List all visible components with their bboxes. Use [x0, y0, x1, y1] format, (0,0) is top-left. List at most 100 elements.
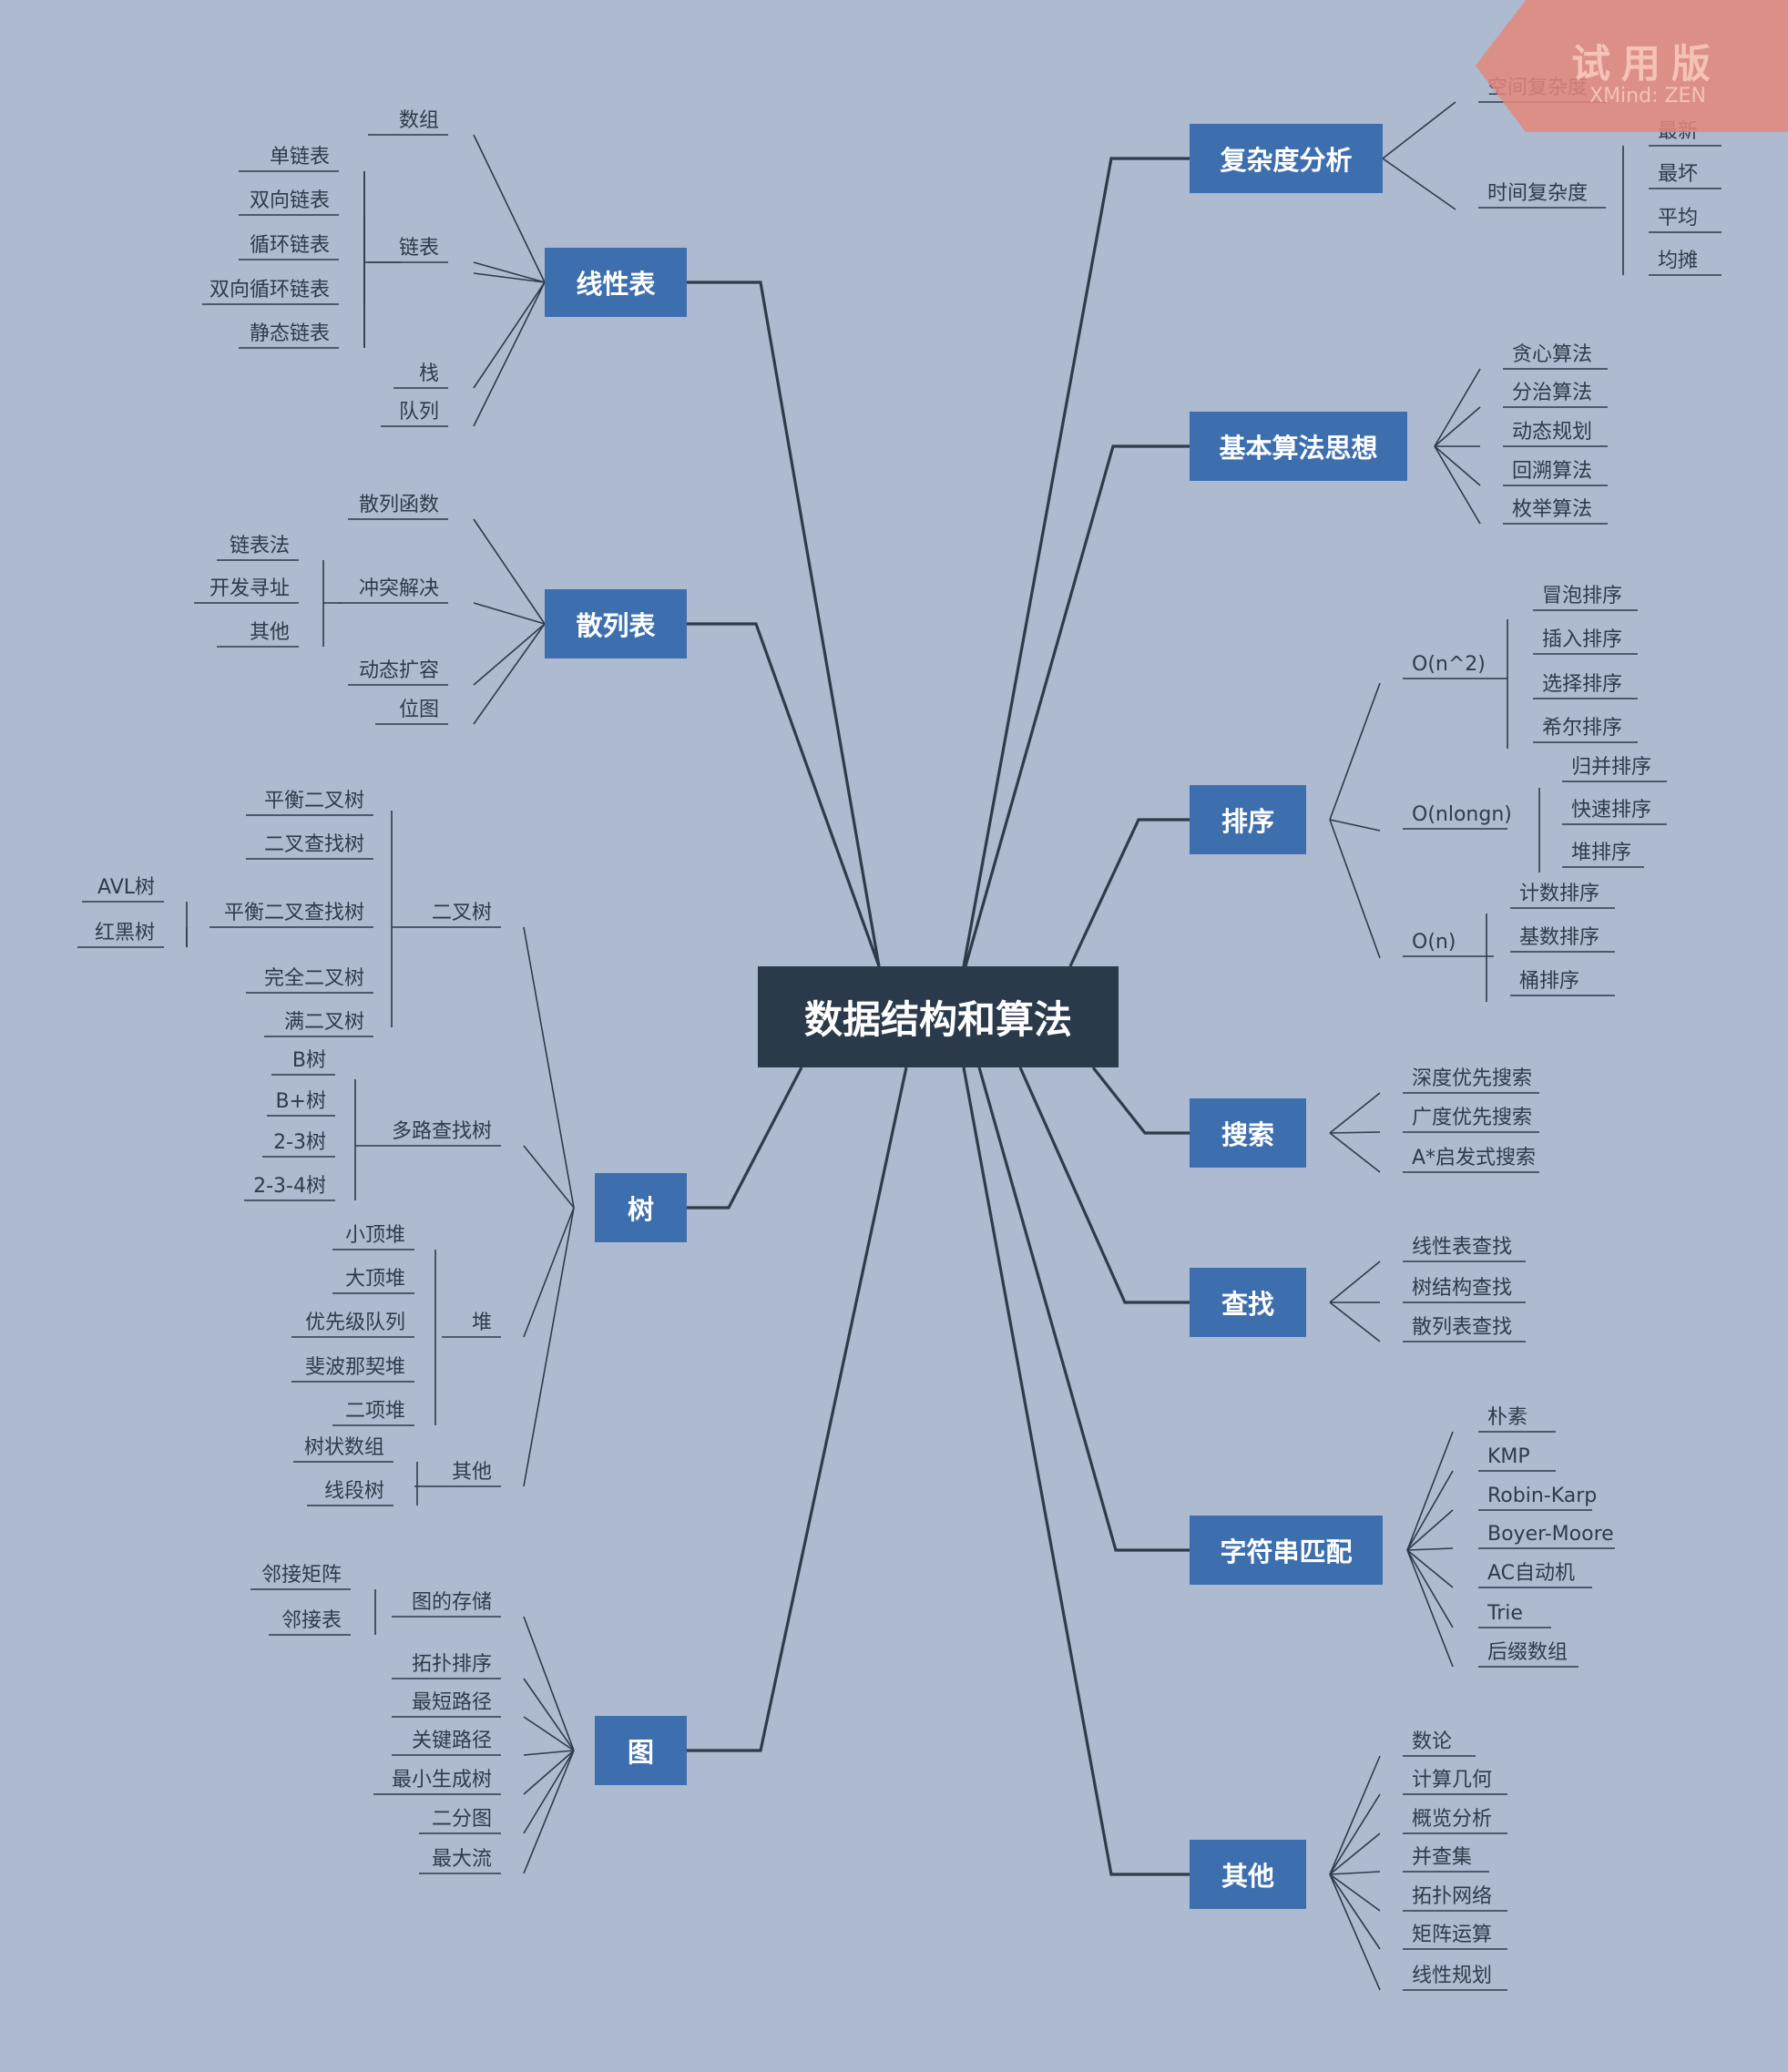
leaf-idea-3[interactable]: 回溯算法 [1512, 460, 1593, 483]
branch-graph-6[interactable]: 最大流 [431, 1848, 492, 1871]
leaf-list-4[interactable]: 静态链表 [249, 322, 330, 345]
leaf-misc-3[interactable]: 并查集 [1412, 1846, 1473, 1869]
leaf-search-2[interactable]: A*启发式搜索 [1412, 1147, 1537, 1169]
leaf-sort-nlogn-0[interactable]: 归并排序 [1571, 756, 1652, 779]
leaf-avl-tree[interactable]: AVL树 [97, 876, 155, 899]
leaf-sort-nlogn-2[interactable]: 堆排序 [1571, 842, 1632, 864]
branch-collision-resolution[interactable]: 冲突解决 [358, 577, 439, 600]
leaf-adjacency-list[interactable]: 邻接表 [281, 1609, 342, 1632]
leaf-idea-4[interactable]: 枚举算法 [1512, 498, 1593, 521]
leaf-sort-linear-1[interactable]: 基数排序 [1519, 926, 1600, 949]
branch-multiway-tree[interactable]: 多路查找树 [391, 1120, 492, 1143]
leaf-collision-0[interactable]: 链表法 [229, 535, 290, 557]
leaf-multiway-0[interactable]: B树 [291, 1049, 326, 1072]
leaf-multiway-1[interactable]: B+树 [275, 1090, 326, 1113]
leaf-misc-2[interactable]: 概览分析 [1412, 1808, 1493, 1831]
branch-sort-nlogn[interactable]: O(nlongn) [1412, 803, 1512, 826]
branch-tree-other[interactable]: 其他 [451, 1461, 492, 1484]
topic-search[interactable]: 搜索 [1190, 1098, 1306, 1168]
leaf-string-2[interactable]: Robin-Karp [1487, 1485, 1598, 1507]
branch-heap[interactable]: 堆 [471, 1312, 492, 1334]
branch-array[interactable]: 数组 [398, 109, 439, 132]
leaf-string-0[interactable]: 朴素 [1487, 1406, 1528, 1429]
topic-sorting[interactable]: 排序 [1190, 785, 1306, 854]
topic-basic-algorithm-ideas[interactable]: 基本算法思想 [1190, 412, 1407, 481]
leaf-adjacency-matrix[interactable]: 邻接矩阵 [261, 1564, 342, 1587]
leaf-lookup-2[interactable]: 散列表查找 [1412, 1316, 1513, 1339]
root-topic[interactable]: 数据结构和算法 [758, 966, 1119, 1067]
branch-bitmap[interactable]: 位图 [398, 699, 439, 721]
leaf-binary-1[interactable]: 二叉查找树 [263, 833, 364, 856]
leaf-misc-4[interactable]: 拓扑网络 [1412, 1885, 1493, 1908]
leaf-time-2[interactable]: 平均 [1658, 207, 1699, 230]
leaf-list-0[interactable]: 单链表 [269, 146, 330, 168]
branch-graph-1[interactable]: 拓扑排序 [411, 1653, 492, 1676]
leaf-time-1[interactable]: 最坏 [1658, 163, 1699, 186]
leaf-string-6[interactable]: 后缀数组 [1487, 1641, 1568, 1664]
leaf-time-3[interactable]: 均摊 [1658, 250, 1699, 272]
topic-graph[interactable]: 图 [595, 1716, 687, 1785]
leaf-sort-quadratic-3[interactable]: 希尔排序 [1542, 717, 1623, 740]
leaf-idea-1[interactable]: 分治算法 [1512, 382, 1593, 404]
topic-complexity-analysis[interactable]: 复杂度分析 [1190, 124, 1383, 193]
branch-graph-0[interactable]: 图的存储 [411, 1591, 492, 1614]
topic-tree[interactable]: 树 [595, 1173, 687, 1242]
leaf-segment-tree[interactable]: 线段树 [323, 1480, 384, 1503]
branch-stack[interactable]: 栈 [418, 362, 439, 385]
branch-graph-3[interactable]: 关键路径 [411, 1730, 492, 1752]
leaf-fenwick-tree[interactable]: 树状数组 [303, 1436, 384, 1459]
branch-linked-list[interactable]: 链表 [398, 237, 439, 260]
leaf-sort-linear-0[interactable]: 计数排序 [1519, 883, 1600, 905]
leaf-misc-0[interactable]: 数论 [1412, 1730, 1453, 1753]
branch-graph-5[interactable]: 二分图 [431, 1808, 492, 1831]
leaf-collision-2[interactable]: 其他 [249, 621, 290, 644]
leaf-sort-nlogn-1[interactable]: 快速排序 [1571, 799, 1652, 822]
leaf-collision-1[interactable]: 开发寻址 [209, 577, 290, 600]
leaf-heap-2[interactable]: 优先级队列 [304, 1312, 405, 1334]
leaf-heap-0[interactable]: 小顶堆 [344, 1224, 405, 1247]
leaf-string-4[interactable]: AC自动机 [1487, 1562, 1576, 1585]
leaf-heap-4[interactable]: 二项堆 [344, 1400, 405, 1423]
leaf-misc-1[interactable]: 计算几何 [1412, 1769, 1493, 1791]
leaf-list-2[interactable]: 循环链表 [249, 234, 330, 257]
branch-sort-linear[interactable]: O(n) [1412, 931, 1456, 954]
leaf-idea-0[interactable]: 贪心算法 [1512, 343, 1593, 366]
leaf-sort-quadratic-0[interactable]: 冒泡排序 [1542, 585, 1623, 607]
leaf-sort-quadratic-1[interactable]: 插入排序 [1542, 628, 1623, 651]
leaf-sort-quadratic-2[interactable]: 选择排序 [1542, 673, 1623, 696]
branch-graph-2[interactable]: 最短路径 [411, 1691, 492, 1714]
branch-binary-tree[interactable]: 二叉树 [431, 902, 492, 924]
leaf-lookup-0[interactable]: 线性表查找 [1412, 1236, 1513, 1259]
leaf-string-5[interactable]: Trie [1487, 1602, 1523, 1625]
leaf-multiway-3[interactable]: 2-3-4树 [253, 1175, 326, 1198]
leaf-lookup-1[interactable]: 树结构查找 [1412, 1277, 1513, 1300]
branch-hash-function[interactable]: 散列函数 [358, 494, 439, 516]
leaf-search-0[interactable]: 深度优先搜索 [1412, 1067, 1533, 1090]
leaf-misc-6[interactable]: 线性规划 [1412, 1965, 1493, 1987]
leaf-multiway-2[interactable]: 2-3树 [273, 1131, 326, 1154]
leaf-search-1[interactable]: 广度优先搜索 [1412, 1107, 1533, 1129]
leaf-string-1[interactable]: KMP [1487, 1445, 1530, 1468]
leaf-heap-3[interactable]: 斐波那契堆 [304, 1356, 405, 1379]
topic-string-matching[interactable]: 字符串匹配 [1190, 1516, 1383, 1585]
branch-dynamic-resize[interactable]: 动态扩容 [358, 659, 439, 682]
leaf-binary-3[interactable]: 完全二叉树 [263, 967, 364, 990]
branch-sort-quadratic[interactable]: O(n^2) [1412, 653, 1486, 676]
leaf-list-3[interactable]: 双向循环链表 [209, 279, 330, 301]
topic-other-algorithms[interactable]: 其他 [1190, 1840, 1306, 1909]
topic-linear-list[interactable]: 线性表 [545, 248, 687, 317]
leaf-string-3[interactable]: Boyer-Moore [1487, 1523, 1614, 1546]
leaf-binary-2[interactable]: 平衡二叉查找树 [223, 902, 364, 924]
leaf-misc-5[interactable]: 矩阵运算 [1412, 1924, 1493, 1946]
topic-hash-table[interactable]: 散列表 [545, 589, 687, 658]
branch-time-complexity[interactable]: 时间复杂度 [1487, 182, 1589, 205]
leaf-red-black-tree[interactable]: 红黑树 [94, 922, 155, 944]
topic-lookup[interactable]: 查找 [1190, 1268, 1306, 1337]
leaf-binary-4[interactable]: 满二叉树 [283, 1011, 364, 1034]
leaf-binary-0[interactable]: 平衡二叉树 [263, 790, 364, 812]
branch-queue[interactable]: 队列 [398, 401, 439, 424]
leaf-sort-linear-2[interactable]: 桶排序 [1519, 970, 1580, 993]
leaf-heap-1[interactable]: 大顶堆 [344, 1268, 405, 1291]
branch-graph-4[interactable]: 最小生成树 [391, 1769, 492, 1791]
leaf-idea-2[interactable]: 动态规划 [1512, 421, 1593, 444]
